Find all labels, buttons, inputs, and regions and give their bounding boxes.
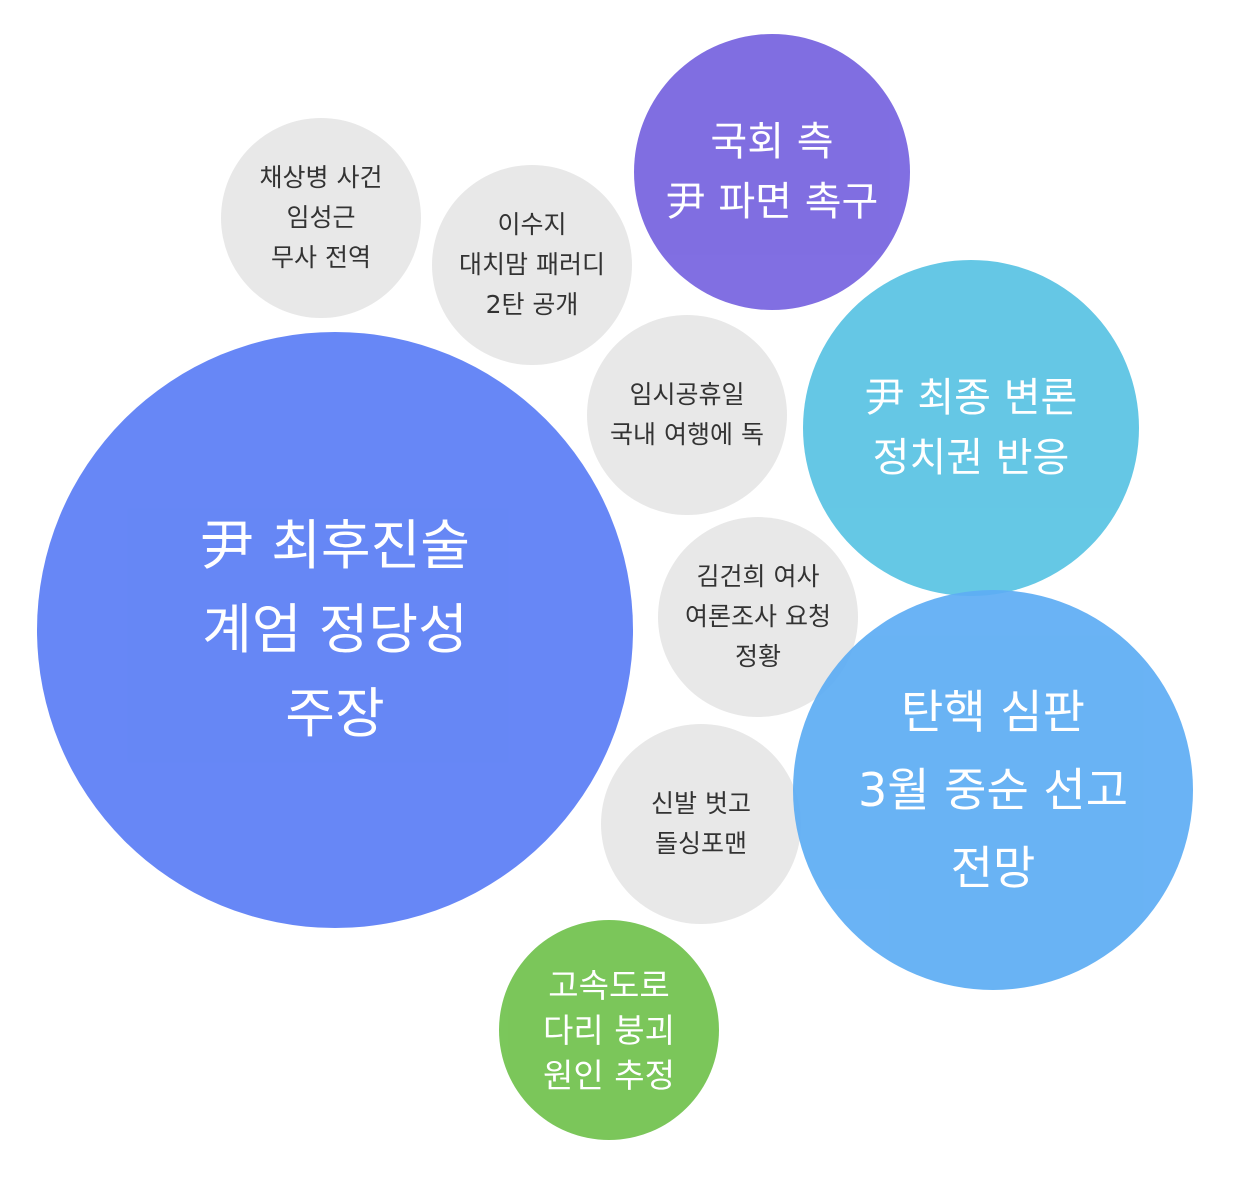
bubble-leesuji[interactable]: 이수지 대치맘 패러디 2탄 공개 — [432, 165, 632, 365]
bubble-main[interactable]: 尹 최후진술 계엄 정당성 주장 — [37, 332, 633, 928]
bubble-chae[interactable]: 채상병 사건 임성근 무사 전역 — [221, 118, 421, 318]
bubble-road[interactable]: 고속도로 다리 붕괴 원인 추정 — [499, 920, 719, 1140]
bubble-assembly[interactable]: 국회 측 尹 파면 촉구 — [634, 34, 910, 310]
bubble-final[interactable]: 尹 최종 변론 정치권 반응 — [803, 260, 1139, 596]
bubble-verdict[interactable]: 탄핵 심판 3월 중순 선고 전망 — [793, 590, 1193, 990]
bubble-label-final: 尹 최종 변론 정치권 반응 — [864, 375, 1078, 481]
bubble-label-shin: 신발 벗고 돌싱포맨 — [651, 789, 751, 858]
bubble-shin[interactable]: 신발 벗고 돌싱포맨 — [601, 724, 801, 924]
bubble-holiday[interactable]: 임시공휴일 국내 여행에 독 — [587, 315, 787, 515]
bubble-label-main: 尹 최후진술 계엄 정당성 주장 — [200, 514, 470, 745]
bubble-label-assembly: 국회 측 尹 파면 촉구 — [665, 119, 879, 225]
bubble-label-holiday: 임시공휴일 국내 여행에 독 — [610, 380, 764, 449]
bubble-label-leesuji: 이수지 대치맘 패러디 2탄 공개 — [459, 210, 605, 319]
bubble-kim[interactable]: 김건희 여사 여론조사 요청 정황 — [658, 517, 858, 717]
bubble-label-kim: 김건희 여사 여론조사 요청 정황 — [685, 562, 831, 671]
bubble-label-road: 고속도로 다리 붕괴 원인 추정 — [543, 965, 675, 1095]
bubble-label-chae: 채상병 사건 임성근 무사 전역 — [259, 163, 383, 272]
bubble-label-verdict: 탄핵 심판 3월 중순 선고 전망 — [857, 685, 1129, 895]
